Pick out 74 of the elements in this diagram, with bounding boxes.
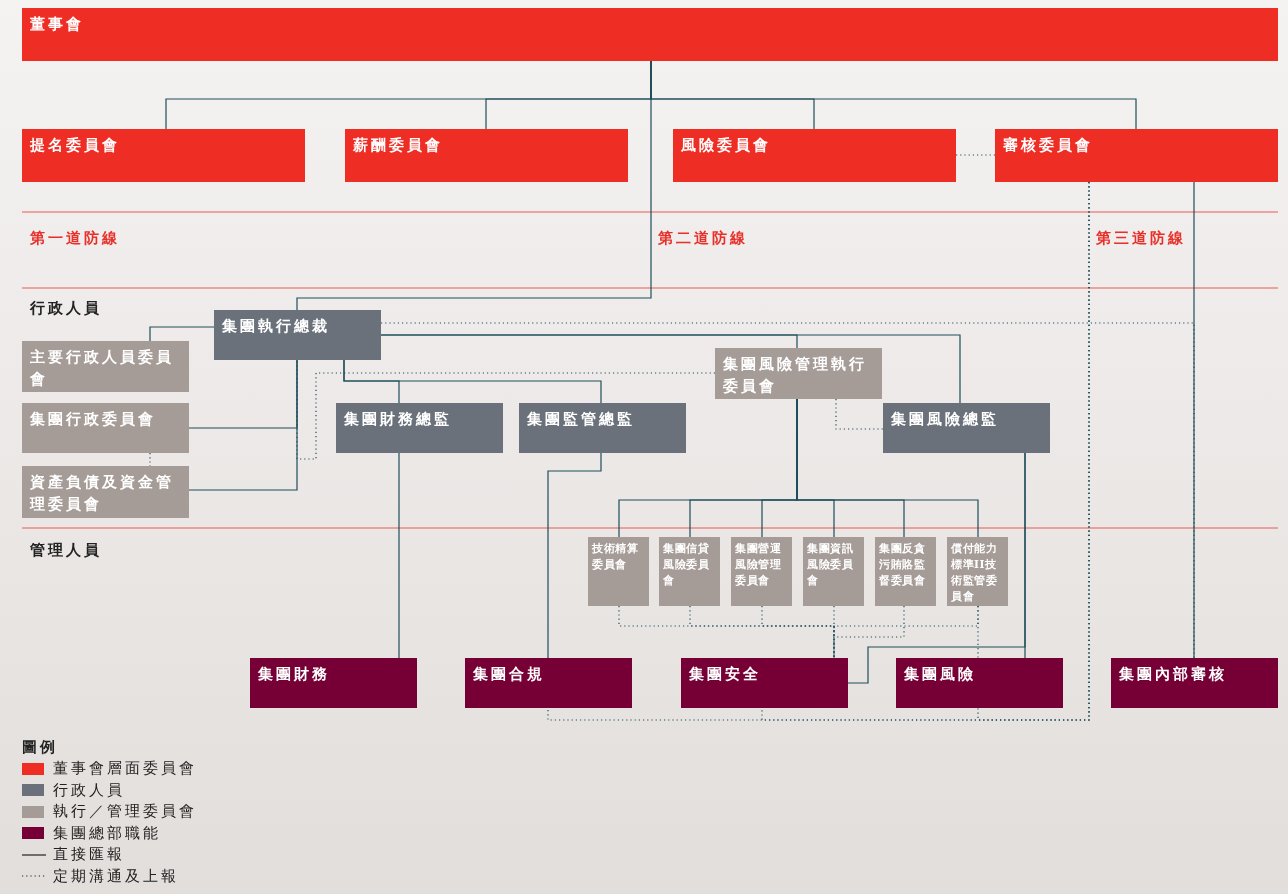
executive-box: [883, 403, 1050, 453]
node-label: 主要行政人員委員會: [30, 347, 175, 390]
node-label: 審核委員會: [1003, 135, 1094, 156]
committee-box: [731, 537, 792, 606]
node-label: 董事會: [30, 14, 85, 35]
defense-line-label: 第一道防線: [30, 229, 120, 248]
committee-box: [875, 537, 936, 606]
dotted-connector: [833, 605, 835, 659]
function-box: [250, 658, 417, 708]
committee-box: [22, 129, 305, 182]
node-label: 集團監管總監: [527, 409, 636, 430]
committee-box: [715, 348, 882, 399]
legend-label: 執行／管理委員會: [53, 802, 197, 821]
function-box: [1111, 658, 1278, 708]
legend-label: 董事會層面委員會: [53, 759, 197, 778]
node-label: 集團資訊風險委員會: [807, 541, 854, 588]
node-label: 薪酬委員會: [353, 135, 444, 156]
node-label: 集團風險管理執行委員會: [723, 354, 868, 397]
node-label: 償付能力標準II技術監管委員會: [951, 541, 998, 604]
committee-box: [22, 466, 189, 518]
node-label: 集團執行總裁: [222, 316, 331, 337]
legend-label: 定期溝通及上報: [53, 866, 179, 886]
executive-box: [214, 310, 381, 360]
connector-line: [380, 334, 961, 404]
node-label: 集團安全: [689, 664, 762, 685]
legend-title: 圖例: [22, 738, 58, 757]
connector-line: [1193, 181, 1195, 659]
dotted-connector: [835, 398, 884, 430]
defense-line-label: 第二道防線: [658, 229, 748, 248]
connector-line: [847, 452, 1026, 684]
legend-label: 行政人員: [53, 780, 125, 800]
node-label: 資產負債及資金管理委員會: [30, 472, 175, 515]
node-label: 集團風險: [904, 664, 977, 685]
committee-box: [947, 537, 1008, 606]
committee-box: [588, 537, 649, 606]
dotted-connector: [296, 359, 716, 460]
legend-label: 集團總部職能: [53, 823, 161, 843]
function-box: [896, 658, 1063, 708]
executive-box: [336, 403, 503, 453]
dotted-connector: [977, 605, 979, 659]
node-label: 集團內部審核: [1119, 664, 1228, 685]
connector-line: [796, 398, 979, 538]
defense-line-label: 第三道防線: [1096, 229, 1186, 248]
node-label: 集團反貪污賄賂監督委員會: [879, 541, 926, 588]
dotted-connector: [977, 181, 1090, 721]
function-box: [465, 658, 632, 708]
node-label: 技術精算委員會: [592, 541, 639, 572]
function-box: [681, 658, 848, 708]
legend-label: 直接匯報: [53, 845, 125, 864]
connector-line: [343, 359, 602, 404]
node-label: 集團信貸風險委員會: [663, 541, 710, 588]
committee-box: [673, 129, 956, 182]
node-label: 集團營運風險管理委員會: [735, 541, 782, 588]
executive-box: [519, 403, 686, 453]
tier-label: 管理人員: [30, 541, 102, 560]
node-label: 集團合規: [473, 664, 546, 685]
committee-box: [659, 537, 720, 606]
node-label: 集團行政委員會: [30, 409, 157, 430]
committee-box: [22, 403, 189, 453]
board-box: [22, 8, 1278, 61]
tier-label: 行政人員: [30, 299, 102, 318]
node-label: 集團財務: [258, 664, 331, 685]
committee-box: [803, 537, 864, 606]
committee-box: [345, 129, 628, 182]
connector-line: [398, 452, 400, 659]
connector-line: [149, 326, 215, 342]
connector-line: [188, 359, 298, 491]
committee-box: [22, 341, 189, 392]
node-label: 集團風險總監: [891, 409, 1000, 430]
node-label: 提名委員會: [30, 135, 121, 156]
committee-box: [995, 129, 1278, 182]
node-label: 風險委員會: [681, 135, 772, 156]
node-label: 集團財務總監: [344, 409, 453, 430]
connector-line: [547, 452, 602, 659]
